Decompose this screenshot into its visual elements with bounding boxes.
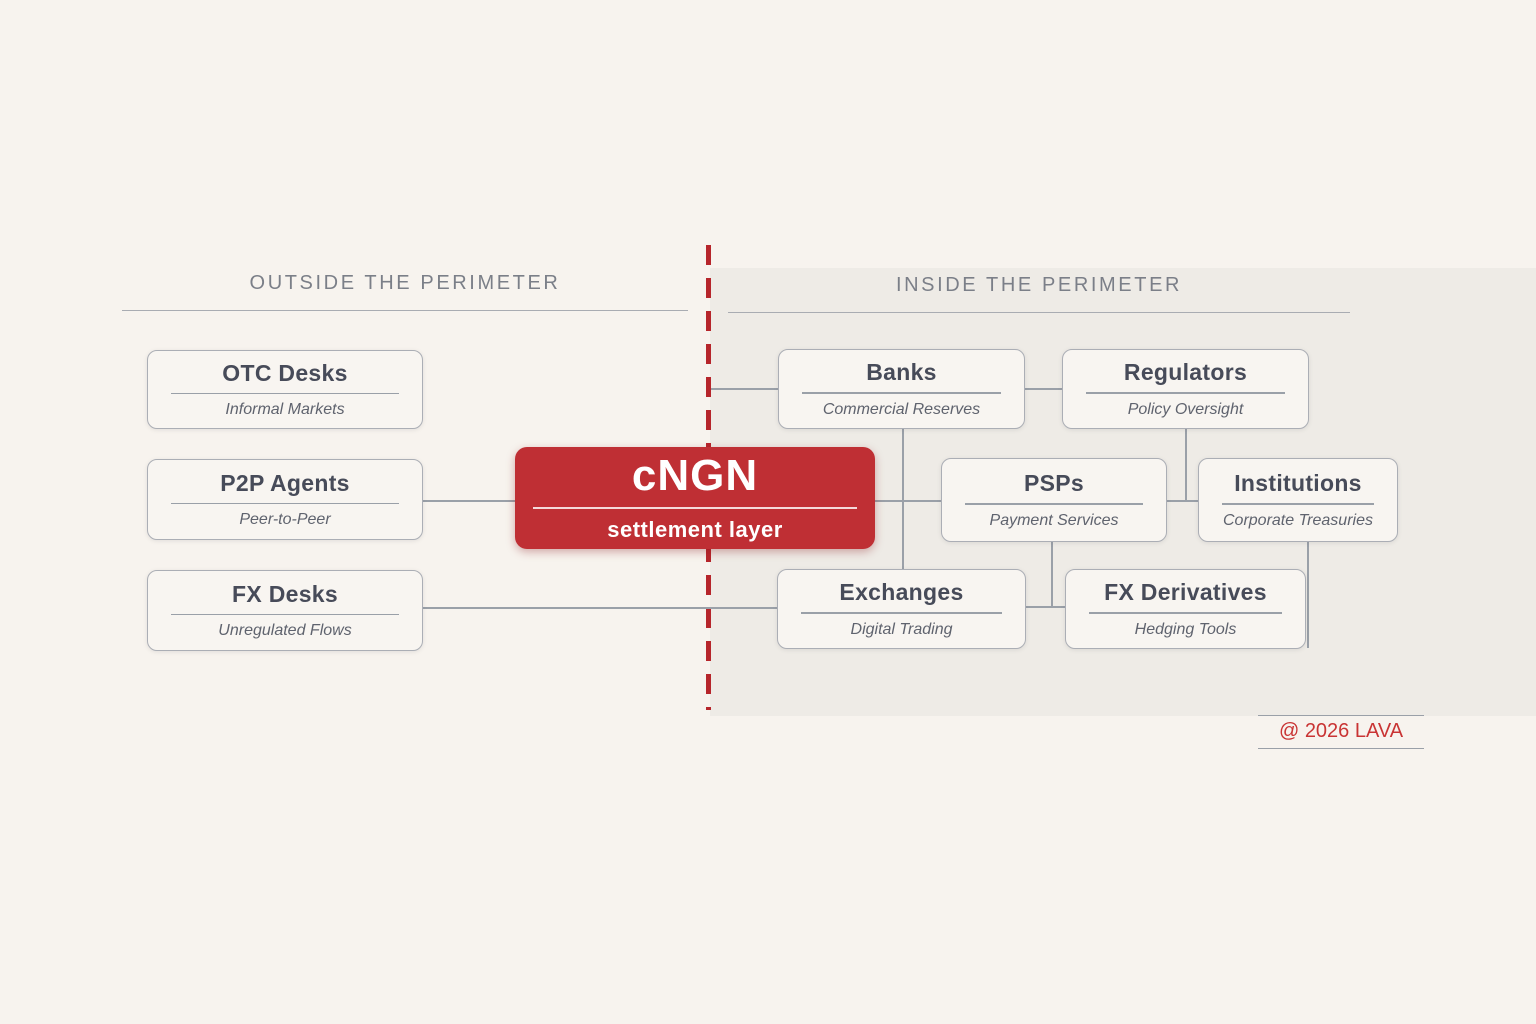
node-separator (171, 502, 399, 505)
node-exchanges: Exchanges Digital Trading (777, 569, 1026, 649)
node-subtitle: Informal Markets (225, 401, 345, 419)
node-institutions: Institutions Corporate Treasuries (1198, 458, 1398, 542)
connector-cngn-psps (875, 500, 941, 502)
node-title: Regulators (1123, 359, 1248, 386)
node-separator (965, 503, 1143, 505)
cngn-separator (533, 506, 857, 509)
connector-regulators-down (1185, 429, 1187, 502)
node-subtitle: Corporate Treasuries (1223, 511, 1373, 529)
node-title: P2P Agents (220, 469, 350, 496)
footer-credit: @ 2026 LAVA (1258, 715, 1424, 749)
connector-boundary-banks (711, 388, 778, 390)
cngn-subtitle: settlement layer (607, 516, 783, 542)
node-p2p-agents: P2P Agents Peer-to-Peer (147, 459, 423, 540)
node-separator (1222, 503, 1374, 505)
node-title: Banks (866, 359, 937, 386)
node-regulators: Regulators Policy Oversight (1062, 349, 1309, 429)
node-fx-desks: FX Desks Unregulated Flows (147, 570, 423, 651)
connector-exchanges-fxderivatives (1026, 606, 1065, 608)
node-subtitle: Digital Trading (850, 620, 953, 638)
node-separator (171, 613, 399, 616)
node-separator (802, 392, 1001, 394)
node-separator (801, 612, 1002, 614)
node-title: FX Desks (232, 580, 338, 607)
connector-institutions-fxderivatives (1307, 542, 1309, 648)
connector-psps-institutions (1167, 500, 1198, 502)
inside-perimeter-header: INSIDE THE PERIMETER (728, 274, 1350, 313)
node-banks: Banks Commercial Reserves (778, 349, 1025, 429)
node-separator (1089, 612, 1282, 614)
node-subtitle: Unregulated Flows (218, 622, 352, 640)
node-subtitle: Hedging Tools (1134, 620, 1237, 638)
node-psps: PSPs Payment Services (941, 458, 1167, 542)
outside-perimeter-header: OUTSIDE THE PERIMETER (122, 272, 688, 311)
node-subtitle: Payment Services (989, 511, 1119, 529)
node-separator (171, 392, 399, 395)
node-subtitle: Commercial Reserves (822, 400, 981, 418)
node-title: PSPs (1023, 470, 1084, 497)
node-title: Exchanges (839, 579, 964, 606)
node-otc-desks: OTC Desks Informal Markets (147, 350, 423, 429)
node-title: OTC Desks (222, 359, 348, 386)
connector-fxdesks-exchanges (423, 607, 777, 609)
node-separator (1086, 392, 1285, 394)
node-subtitle: Policy Oversight (1127, 400, 1244, 418)
node-subtitle: Peer-to-Peer (239, 511, 331, 529)
node-fx-derivatives: FX Derivatives Hedging Tools (1065, 569, 1306, 649)
node-title: Institutions (1234, 470, 1362, 497)
connector-banks-regulators (1025, 388, 1062, 390)
node-title: FX Derivatives (1104, 579, 1267, 606)
connector-p2p-cngn (423, 500, 515, 502)
cngn-title: cNGN (631, 450, 759, 500)
node-cngn-settlement-layer: cNGN settlement layer (515, 447, 875, 549)
connector-psps-fxderivatives (1051, 542, 1053, 608)
connector-banks-exchanges (902, 429, 904, 569)
